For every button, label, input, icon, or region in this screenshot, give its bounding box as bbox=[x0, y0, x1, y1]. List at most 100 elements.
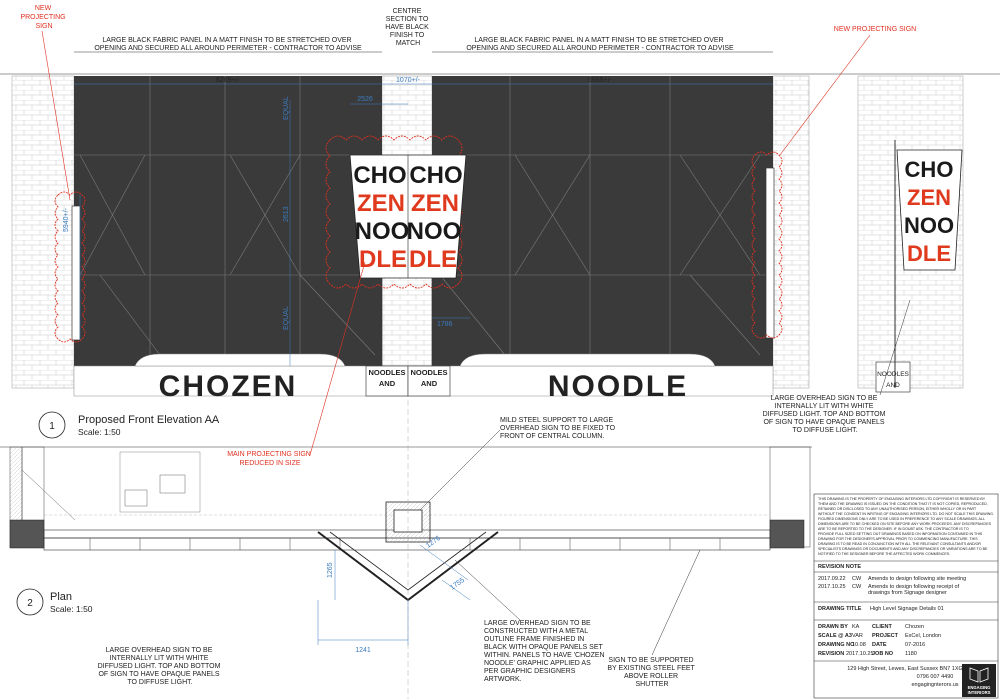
svg-text:DLE: DLE bbox=[907, 241, 951, 266]
dim-right-width: 6985+/- bbox=[588, 77, 613, 84]
sign-row-right-1: CHO bbox=[409, 162, 462, 189]
dim-plan-width: 1241 bbox=[355, 647, 371, 654]
date-label: DATE bbox=[872, 642, 887, 648]
dim-equal-top: EQUAL bbox=[283, 96, 290, 120]
main-overhead-sign: CHO ZEN NOO DLE CHO ZEN NOO DLE bbox=[349, 154, 467, 279]
job-no-label: JOB NO bbox=[872, 651, 894, 657]
elevation-title: Proposed Front Elevation AA bbox=[78, 414, 220, 426]
noodles-and-sign-3: NOODLES AND bbox=[875, 361, 911, 393]
svg-text:AND: AND bbox=[421, 379, 438, 388]
date: 07-2016 bbox=[905, 642, 925, 648]
panel-structure bbox=[74, 76, 773, 366]
note-overhead-lit: LARGE OVERHEAD SIGN TO BE INTERNALLY LIT… bbox=[763, 395, 888, 434]
dim-centre-width: 1070+/- bbox=[396, 77, 421, 84]
svg-text:INTERIORS: INTERIORS bbox=[968, 690, 991, 695]
client: Chozen bbox=[905, 624, 924, 630]
note-metal-frame: LARGE OVERHEAD SIGN TO BE CONSTRUCTED WI… bbox=[484, 620, 607, 683]
elevation-notes: NEW PROJECTING SIGN LARGE BLACK FABRIC P… bbox=[20, 5, 916, 434]
revision-2-desc: Amends to design following receipt of dr… bbox=[868, 584, 961, 596]
plan-title: Plan bbox=[50, 591, 72, 603]
job-no: 1180 bbox=[905, 651, 917, 657]
sign-row-left-2: ZEN bbox=[357, 190, 405, 217]
project-label: PROJECT bbox=[872, 633, 899, 639]
elevation-number: 1 bbox=[49, 421, 55, 432]
scale: VAR bbox=[852, 633, 863, 639]
plan-view-label: 2 Plan Scale: 1:50 bbox=[16, 588, 93, 616]
dim-sign-width: 2526 bbox=[357, 96, 373, 103]
svg-text:ENGAGING: ENGAGING bbox=[968, 685, 991, 690]
projecting-sign-right bbox=[765, 167, 775, 339]
title-block: THIS DRAWING IS THE PROPERTY OF ENGAGING… bbox=[813, 493, 999, 699]
svg-text:NOODLES: NOODLES bbox=[877, 371, 909, 378]
revision-1-date: 2017.09.22 bbox=[818, 576, 846, 582]
noodles-and-sign-2: NOODLES AND bbox=[407, 365, 451, 397]
note-new-projecting-right: NEW PROJECTING SIGN bbox=[834, 26, 916, 33]
drawing-title-label: DRAWING TITLE bbox=[818, 606, 862, 612]
dimension-lines bbox=[74, 83, 773, 366]
drawing-no-label: DRAWING NO bbox=[818, 642, 855, 648]
storefront-word-right: NOODLE bbox=[548, 370, 688, 403]
projecting-sign-left bbox=[71, 205, 81, 341]
sign-row-left-4: DLE bbox=[359, 246, 407, 273]
revision-cloud-centre bbox=[325, 135, 463, 289]
dim-equal-bottom: EQUAL bbox=[283, 306, 290, 330]
noodles-and-sign-1: NOODLES AND bbox=[365, 365, 409, 397]
dim-plan-side2: 1755 bbox=[449, 577, 466, 592]
plan-notes: MAIN PROJECTING SIGN REDUCED IN SIZE MIL… bbox=[98, 261, 701, 688]
scale-label: SCALE @ A3 bbox=[818, 633, 852, 639]
side-projecting-sign: CHO ZEN NOO DLE bbox=[894, 140, 963, 388]
front-elevation: CHOZEN NOODLE NOODLES AND NOODLES AND NO… bbox=[0, 51, 1000, 403]
engaging-interiors-logo: ENGAGING INTERIORS bbox=[962, 664, 996, 697]
project: ExCel, London bbox=[905, 633, 941, 639]
svg-text:AND: AND bbox=[886, 382, 900, 389]
svg-text:AND: AND bbox=[379, 379, 396, 388]
company-phone: 0796 007 4490 bbox=[917, 674, 954, 680]
note-steel-feet: SIGN TO BE SUPPORTED BY EXISTING STEEL F… bbox=[607, 657, 696, 688]
plan-scale: Scale: 1:50 bbox=[50, 604, 93, 614]
drawing-no: 10.08 bbox=[852, 642, 866, 648]
sign-row-right-2: ZEN bbox=[411, 190, 459, 217]
plan-number: 2 bbox=[27, 598, 33, 609]
storefront-word-left: CHOZEN bbox=[159, 370, 298, 403]
sign-row-right-3: NOO bbox=[407, 218, 462, 245]
dim-lower-gap: 1786 bbox=[437, 321, 453, 328]
brick-pier-right bbox=[772, 75, 810, 389]
note-overhead-lit-bottom: LARGE OVERHEAD SIGN TO BE INTERNALLY LIT… bbox=[98, 647, 223, 686]
elevation-view-label: 1 Proposed Front Elevation AA Scale: 1:5… bbox=[38, 411, 220, 439]
note-fabric-left: LARGE BLACK FABRIC PANEL IN A MATT FINIS… bbox=[94, 37, 362, 52]
dim-overall-height: 2613 bbox=[283, 206, 290, 222]
sign-row-left-3: NOO bbox=[355, 218, 410, 245]
drawn-by-label: DRAWN BY bbox=[818, 624, 848, 630]
client-label: CLIENT bbox=[872, 624, 893, 630]
svg-text:NOODLES: NOODLES bbox=[368, 368, 405, 377]
svg-text:CHO: CHO bbox=[905, 157, 954, 182]
note-main-projecting-reduced: MAIN PROJECTING SIGN REDUCED IN SIZE bbox=[227, 451, 313, 467]
company-email: engagingnterors.us bbox=[911, 682, 958, 688]
revision: 2017.10.25 bbox=[846, 651, 874, 657]
dim-plan-depth: 1265 bbox=[327, 562, 334, 578]
revision-1-by: CW bbox=[852, 576, 862, 582]
note-fabric-right: LARGE BLACK FABRIC PANEL IN A MATT FINIS… bbox=[466, 37, 734, 52]
fabric-panel-left bbox=[74, 76, 382, 366]
dim-left-width: 6269+/- bbox=[216, 77, 241, 84]
drawn-by: KA bbox=[852, 624, 860, 630]
svg-text:NOODLES: NOODLES bbox=[410, 368, 447, 377]
revision-note-label: REVISION NOTE bbox=[818, 564, 861, 570]
drawing-title: High Level Signage Details 01 bbox=[870, 606, 944, 612]
revision-label: REVISION bbox=[818, 651, 844, 657]
dim-side-sign-height: 5940+/- bbox=[63, 207, 70, 232]
sign-row-right-4: DLE bbox=[409, 246, 457, 273]
sign-row-left-1: CHO bbox=[353, 162, 406, 189]
revision-1-desc: Amends to design following site meeting bbox=[868, 576, 966, 582]
svg-text:NOO: NOO bbox=[904, 213, 954, 238]
note-centre-section: CENTRE SECTION TO HAVE BLACK FINISH TO M… bbox=[385, 8, 430, 47]
note-new-projecting-left: NEW PROJECTING SIGN bbox=[20, 5, 67, 30]
revision-2-date: 2017.10.25 bbox=[818, 584, 846, 590]
elevation-scale: Scale: 1:50 bbox=[78, 427, 121, 437]
fabric-panel-right bbox=[432, 76, 773, 366]
revision-cloud-right bbox=[751, 151, 783, 339]
brick-pier-left bbox=[11, 75, 75, 389]
svg-text:ZEN: ZEN bbox=[907, 185, 951, 210]
disclaimer: THIS DRAWING IS THE PROPERTY OF ENGAGING… bbox=[818, 497, 995, 556]
note-mild-steel: MILD STEEL SUPPORT TO LARGE OVERHEAD SIG… bbox=[500, 417, 617, 440]
